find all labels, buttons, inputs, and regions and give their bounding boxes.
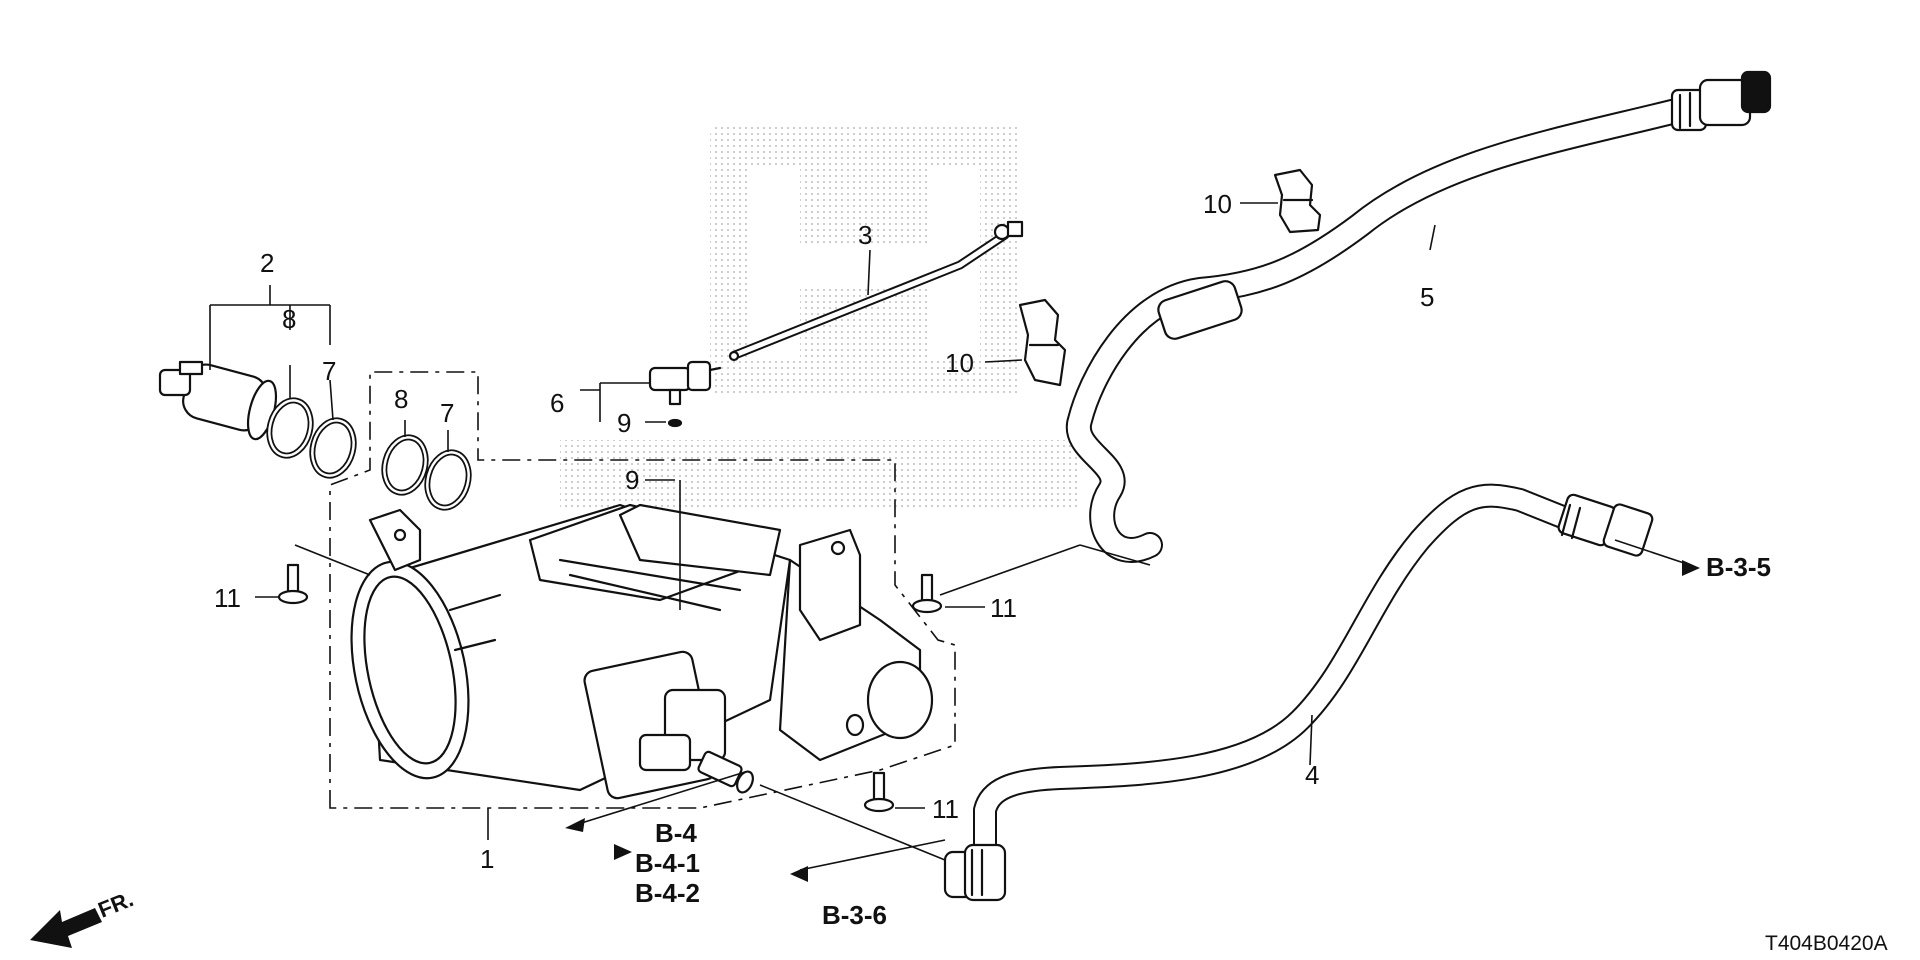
- assembly-outline: [329, 371, 956, 809]
- clip-10-lower: [1018, 298, 1067, 387]
- callout-9: 9: [617, 408, 631, 438]
- watermark-logo: [560, 125, 1080, 510]
- callout-7: 7: [440, 398, 454, 428]
- hose-4: [943, 483, 1654, 902]
- reference-arrows: [565, 560, 1700, 882]
- bolt-11-bottom: [863, 771, 895, 813]
- callout-7: 7: [322, 356, 336, 386]
- connector-4-bottom: [943, 843, 1007, 902]
- o-ring-7-a: [309, 417, 357, 479]
- callout-labels: 2 8 7 8 7 6 9 9 3 10 10 5 4 11 11 11 1: [214, 189, 1434, 874]
- callout-8: 8: [282, 304, 296, 334]
- bolt-11-right: [911, 573, 943, 614]
- ref-b-3-6[interactable]: B-3-6: [822, 900, 887, 930]
- clip-10-upper: [1273, 168, 1322, 234]
- callout-6: 6: [550, 388, 564, 418]
- front-arrow-icon: [30, 908, 102, 948]
- leader-lines: [209, 202, 1691, 871]
- section-references: B-3-5 B-4 B-4-1 B-4-2 B-3-6: [635, 552, 1771, 930]
- tube-3: [728, 220, 1024, 362]
- canister-1: [350, 503, 934, 800]
- callout-10: 10: [945, 348, 974, 378]
- ref-b-4[interactable]: B-4: [655, 818, 697, 848]
- connector-4-top: [1557, 493, 1654, 557]
- filter-2: [158, 360, 278, 441]
- front-direction-indicator: FR.: [30, 886, 137, 948]
- ref-b-4-1[interactable]: B-4-1: [635, 848, 700, 878]
- callout-1: 1: [480, 844, 494, 874]
- callout-10: 10: [1203, 189, 1232, 219]
- callout-5: 5: [1420, 282, 1434, 312]
- sensor-6: [648, 360, 722, 428]
- o-ring-8-a: [266, 397, 314, 459]
- connector-5-end: [1670, 70, 1772, 132]
- callout-11: 11: [990, 593, 1017, 623]
- callout-2: 2: [260, 248, 274, 278]
- bolt-11-left: [277, 563, 309, 605]
- ref-b-4-2[interactable]: B-4-2: [635, 878, 700, 908]
- callout-3: 3: [858, 220, 872, 250]
- callout-11: 11: [214, 583, 241, 613]
- ref-b-3-5[interactable]: B-3-5: [1706, 552, 1771, 582]
- o-ring-7-b: [424, 449, 472, 511]
- callout-9: 9: [625, 465, 639, 495]
- front-label: FR.: [95, 886, 137, 922]
- diagram-code: T404B0420A: [1765, 932, 1888, 955]
- hose-5: [1065, 70, 1772, 563]
- callout-4: 4: [1305, 760, 1319, 790]
- callout-8: 8: [394, 384, 408, 414]
- o-ring-8-b: [381, 434, 429, 496]
- callout-11: 11: [932, 794, 959, 824]
